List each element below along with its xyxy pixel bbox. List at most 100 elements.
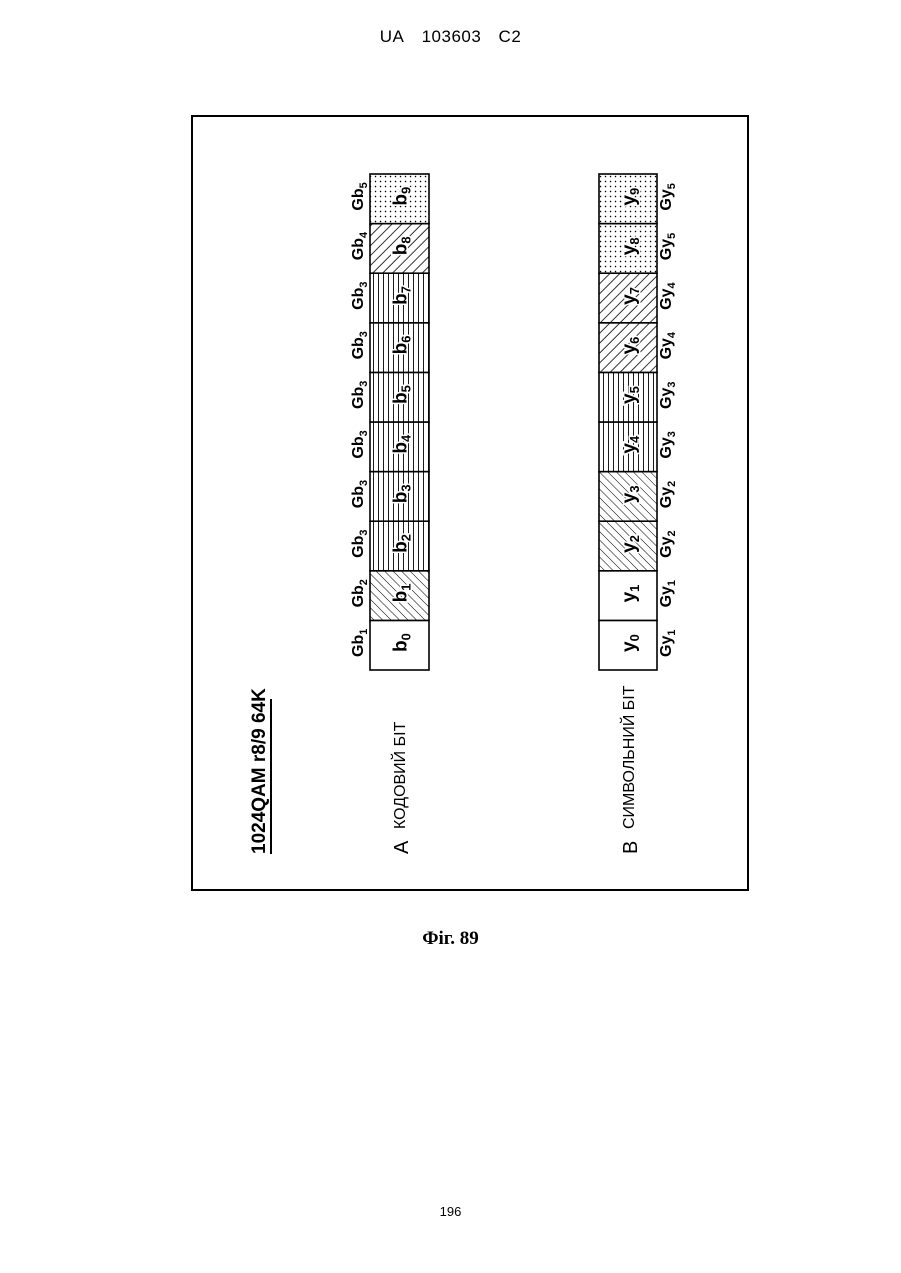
group-label: Gb3 bbox=[350, 430, 370, 458]
group-label-subscript: 3 bbox=[358, 480, 370, 486]
group-label-subscript: 3 bbox=[666, 382, 678, 388]
group-label-subscript: 1 bbox=[358, 629, 370, 635]
bit-label-subscript: 1 bbox=[627, 585, 642, 592]
group-label: Gb3 bbox=[350, 381, 370, 409]
group-label-symbol: Gy bbox=[658, 189, 675, 210]
row-a-cells: b0b1b2b3b4b5b6b7b8b9 bbox=[370, 174, 429, 670]
group-label: Gb3 bbox=[350, 530, 370, 558]
bit-label-subscript: 9 bbox=[627, 188, 642, 195]
bit-cell: y0 bbox=[599, 620, 657, 670]
bit-cell: b2 bbox=[370, 521, 429, 571]
group-label-symbol: Gy bbox=[658, 586, 675, 607]
row-b-label: СИМВОЛЬНИЙ БІТ bbox=[619, 685, 638, 829]
bit-cell: y3 bbox=[599, 472, 657, 522]
group-label-symbol: Gb bbox=[350, 238, 367, 260]
row-a-groups: Gb1Gb2Gb3Gb3Gb3Gb3Gb3Gb3Gb4Gb5 bbox=[350, 182, 370, 657]
bit-label-symbol: y bbox=[619, 443, 640, 454]
group-label-symbol: Gy bbox=[658, 487, 675, 508]
group-label-subscript: 2 bbox=[358, 579, 370, 585]
bit-label-symbol: b bbox=[391, 492, 412, 504]
bit-cell: y2 bbox=[599, 521, 657, 571]
row-b-letter: B bbox=[620, 841, 642, 854]
bit-cell: y5 bbox=[599, 372, 657, 422]
page-number: 196 bbox=[0, 1204, 901, 1219]
group-label: Gy2 bbox=[658, 530, 678, 557]
group-label-symbol: Gb bbox=[350, 387, 367, 409]
group-label: Gy1 bbox=[658, 580, 678, 607]
group-label-symbol: Gb bbox=[350, 337, 367, 359]
page-header: UA 103603 C2 bbox=[0, 27, 901, 47]
group-label: Gb4 bbox=[350, 232, 370, 260]
bit-cell: y6 bbox=[599, 323, 657, 373]
group-label-symbol: Gy bbox=[658, 636, 675, 657]
group-label-symbol: Gb bbox=[350, 486, 367, 508]
bit-label-symbol: b bbox=[391, 392, 412, 404]
header-kind: C2 bbox=[499, 27, 522, 46]
group-label-subscript: 3 bbox=[666, 431, 678, 437]
group-label-symbol: Gb bbox=[350, 535, 367, 557]
bit-cell: b9 bbox=[370, 174, 429, 224]
group-label: Gy2 bbox=[658, 481, 678, 508]
group-label-symbol: Gy bbox=[658, 239, 675, 260]
bit-label-subscript: 7 bbox=[627, 287, 642, 294]
group-label-symbol: Gb bbox=[350, 188, 367, 210]
group-label: Gy4 bbox=[658, 282, 678, 309]
group-label: Gy3 bbox=[658, 431, 678, 458]
group-label-symbol: Gb bbox=[350, 436, 367, 458]
group-label: Gb3 bbox=[350, 282, 370, 310]
bit-label-subscript: 4 bbox=[627, 435, 642, 443]
group-label-subscript: 1 bbox=[666, 630, 678, 636]
bit-cell: b1 bbox=[370, 571, 429, 621]
row-a-letter: A bbox=[391, 840, 413, 854]
bit-allocation-diagram: 1024QAM r8/9 64K A КОДОВИЙ БІТ b0b1b2b3b… bbox=[193, 117, 747, 889]
figure-caption: Фіг. 89 bbox=[0, 928, 901, 950]
bit-label-subscript: 8 bbox=[399, 236, 414, 243]
group-label-subscript: 1 bbox=[666, 580, 678, 586]
bit-label-symbol: b bbox=[391, 640, 412, 652]
bit-label-symbol: b bbox=[391, 343, 412, 355]
group-label-symbol: Gy bbox=[658, 388, 675, 409]
bit-cell: y8 bbox=[599, 224, 657, 274]
bit-label-subscript: 3 bbox=[399, 484, 414, 491]
group-label-subscript: 3 bbox=[358, 282, 370, 288]
group-label: Gb2 bbox=[350, 579, 370, 607]
group-label: Gb1 bbox=[350, 629, 370, 657]
group-label-symbol: Gy bbox=[658, 536, 675, 557]
header-country: UA bbox=[380, 27, 405, 46]
bit-label-subscript: 5 bbox=[627, 386, 642, 393]
group-label-subscript: 5 bbox=[358, 182, 370, 188]
figure-frame: 1024QAM r8/9 64K A КОДОВИЙ БІТ b0b1b2b3b… bbox=[191, 115, 749, 891]
bit-cell: b4 bbox=[370, 422, 429, 472]
bit-cell: b8 bbox=[370, 224, 429, 274]
bit-label-subscript: 8 bbox=[627, 237, 642, 244]
bit-label-symbol: y bbox=[619, 343, 640, 354]
bit-label-subscript: 1 bbox=[399, 584, 414, 591]
figure-title: 1024QAM r8/9 64K bbox=[249, 688, 270, 854]
group-label-subscript: 2 bbox=[666, 481, 678, 487]
group-label-subscript: 3 bbox=[358, 430, 370, 436]
bit-label-subscript: 9 bbox=[399, 187, 414, 194]
bit-label-symbol: b bbox=[391, 293, 412, 305]
bit-cell: b7 bbox=[370, 273, 429, 323]
bit-label-subscript: 4 bbox=[399, 434, 414, 442]
bit-label-symbol: y bbox=[619, 591, 640, 602]
bit-label-symbol: b bbox=[391, 194, 412, 206]
bit-label-subscript: 6 bbox=[399, 336, 414, 343]
bit-label-symbol: b bbox=[391, 244, 412, 256]
bit-label-symbol: y bbox=[619, 244, 640, 255]
group-label: Gy1 bbox=[658, 630, 678, 657]
rotated-figure: 1024QAM r8/9 64K A КОДОВИЙ БІТ b0b1b2b3b… bbox=[249, 174, 678, 854]
bit-label-symbol: y bbox=[619, 393, 640, 404]
bit-cell: b6 bbox=[370, 323, 429, 373]
bit-label-symbol: y bbox=[619, 195, 640, 206]
group-label-symbol: Gb bbox=[350, 287, 367, 309]
bit-label-subscript: 6 bbox=[627, 337, 642, 344]
bit-label-subscript: 2 bbox=[399, 534, 414, 541]
row-b-cells: y0y1y2y3y4y5y6y7y8y9 bbox=[599, 174, 657, 670]
bit-cell: y4 bbox=[599, 422, 657, 472]
group-label-subscript: 3 bbox=[358, 331, 370, 337]
bit-label-symbol: y bbox=[619, 294, 640, 305]
header-number: 103603 bbox=[422, 27, 482, 46]
row-a-label: КОДОВИЙ БІТ bbox=[390, 721, 409, 829]
bit-cell: b5 bbox=[370, 372, 429, 422]
